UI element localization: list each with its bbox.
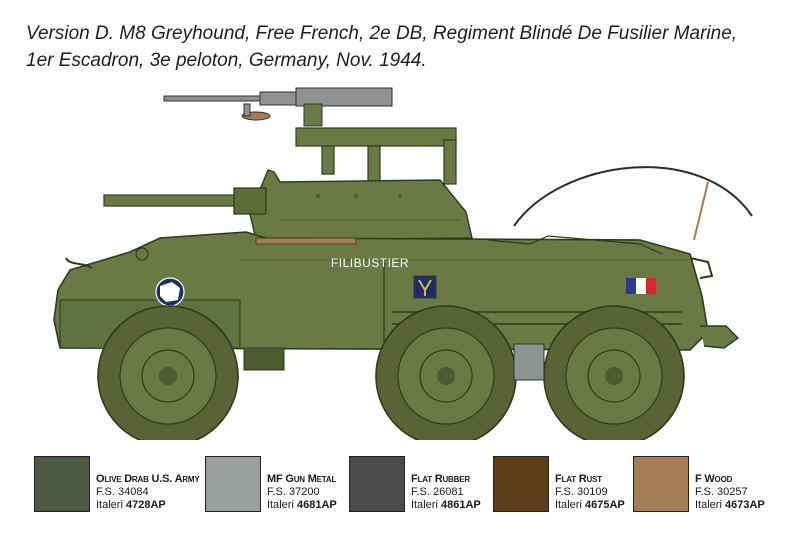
caption-line-1: Version D. M8 Greyhound, Free French, 2e… xyxy=(26,23,738,44)
middle-wheel xyxy=(375,305,517,440)
paint-color-chip xyxy=(34,456,90,512)
paint-code: 4681AP xyxy=(296,499,337,511)
paint-code: 4861AP xyxy=(440,499,481,511)
suspension xyxy=(243,343,545,381)
paint-name: Flat Rust xyxy=(555,473,602,485)
paint-brand-code: Italeri 4673AP xyxy=(695,499,765,512)
lorraine-cross-insignia xyxy=(413,275,437,299)
paint-color-chip xyxy=(633,456,689,512)
paint-name: Olive Drab U.S. Army xyxy=(96,473,200,485)
caption-line-2: 1er Escadron, 3e peloton, Germany, Nov. … xyxy=(26,50,427,71)
paint-brand-code: Italeri 4675AP xyxy=(555,499,625,512)
paint-color-chip xyxy=(205,456,261,512)
paint-swatch-legend: Olive Drab U.S. Army F.S. 34084 Italeri … xyxy=(0,456,800,546)
paint-brand: Italeri xyxy=(96,499,123,511)
antenna xyxy=(513,166,753,227)
french-tricolor-flag xyxy=(626,278,656,294)
paint-brand-code: Italeri 4728AP xyxy=(96,499,200,512)
paint-brand: Italeri xyxy=(555,499,582,511)
hull-name-label: FILIBUSTIER xyxy=(331,256,409,270)
machine-gun xyxy=(163,87,393,127)
paint-code: 4675AP xyxy=(584,499,625,511)
paint-color-chip xyxy=(493,456,549,512)
paint-fs-code: F.S. 30109 xyxy=(555,486,608,498)
paint-fs-code: F.S. 34084 xyxy=(96,486,149,498)
paint-brand-code: Italeri 4681AP xyxy=(267,499,337,512)
paint-fs-code: F.S. 37200 xyxy=(267,486,320,498)
paint-fs-code: F.S. 30257 xyxy=(695,486,748,498)
mg-ring-mount xyxy=(295,127,457,187)
paint-info: F Wood F.S. 30257 Italeri 4673AP xyxy=(695,473,765,512)
paint-brand-code: Italeri 4861AP xyxy=(411,499,481,512)
paint-color-chip xyxy=(349,456,405,512)
paint-info: Flat Rubber F.S. 26081 Italeri 4861AP xyxy=(411,473,481,512)
paint-code: 4673AP xyxy=(724,499,765,511)
paint-info: MF Gun Metal F.S. 37200 Italeri 4681AP xyxy=(267,473,337,512)
turret xyxy=(103,169,473,241)
antenna-mast xyxy=(693,181,709,241)
paint-info: Flat Rust F.S. 30109 Italeri 4675AP xyxy=(555,473,625,512)
paint-name: Flat Rubber xyxy=(411,473,470,485)
paint-code: 4728AP xyxy=(125,499,166,511)
paint-name: F Wood xyxy=(695,473,733,485)
paint-info: Olive Drab U.S. Army F.S. 34084 Italeri … xyxy=(96,473,200,512)
paint-brand: Italeri xyxy=(267,499,294,511)
rear-wheel xyxy=(543,305,685,440)
paint-name: MF Gun Metal xyxy=(267,473,337,485)
paint-brand: Italeri xyxy=(411,499,438,511)
paint-fs-code: F.S. 26081 xyxy=(411,486,464,498)
version-caption: Version D. M8 Greyhound, Free French, 2e… xyxy=(26,20,786,74)
free-french-map-insignia xyxy=(155,277,185,307)
front-wheel xyxy=(97,305,239,440)
m8-greyhound-illustration: FILIBUSTIER xyxy=(53,87,753,440)
paint-brand: Italeri xyxy=(695,499,722,511)
